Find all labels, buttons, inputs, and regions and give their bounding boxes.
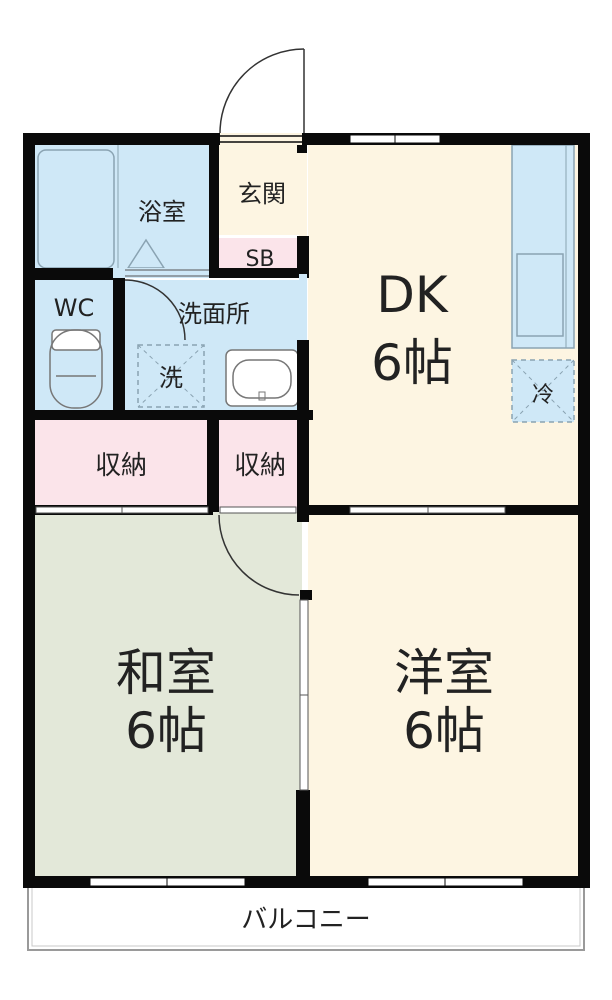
doors xyxy=(124,48,305,596)
balcony-label: バルコニー xyxy=(241,905,370,935)
washitsu-name-label: 和室 xyxy=(116,644,216,702)
toilet-fixture xyxy=(49,329,103,409)
washer-label: 洗 xyxy=(159,364,183,392)
wash-basin xyxy=(225,349,299,407)
storage-left-floor xyxy=(30,418,212,510)
shoe-box-area xyxy=(217,238,302,273)
yoshitsu-size-label: 6帖 xyxy=(403,702,485,760)
toilet-label: WC xyxy=(54,294,95,322)
washer-space xyxy=(137,344,205,408)
fridge-space xyxy=(511,359,575,423)
washroom-label: 洗面所 xyxy=(178,300,250,328)
dk-name-label: DK xyxy=(376,266,449,324)
shoe-box-label: SB xyxy=(245,247,274,272)
dk-size-label: 6帖 xyxy=(371,334,453,392)
kitchen-counter xyxy=(511,144,575,349)
bathtub xyxy=(37,149,115,269)
storage-left-label: 収納 xyxy=(95,451,147,481)
storage-right-label: 収納 xyxy=(234,451,286,481)
bath-label: 浴室 xyxy=(138,198,186,226)
fridge-label: 冷 xyxy=(532,383,554,408)
yoshitsu-floor xyxy=(308,512,584,880)
washitsu-floor xyxy=(30,512,302,880)
entrance-label: 玄関 xyxy=(238,180,286,208)
entrance-floor xyxy=(217,140,305,235)
storage-right-floor xyxy=(218,418,306,510)
yoshitsu-name-label: 洋室 xyxy=(394,644,494,702)
windows xyxy=(35,133,524,887)
washitsu-size-label: 6帖 xyxy=(125,702,207,760)
